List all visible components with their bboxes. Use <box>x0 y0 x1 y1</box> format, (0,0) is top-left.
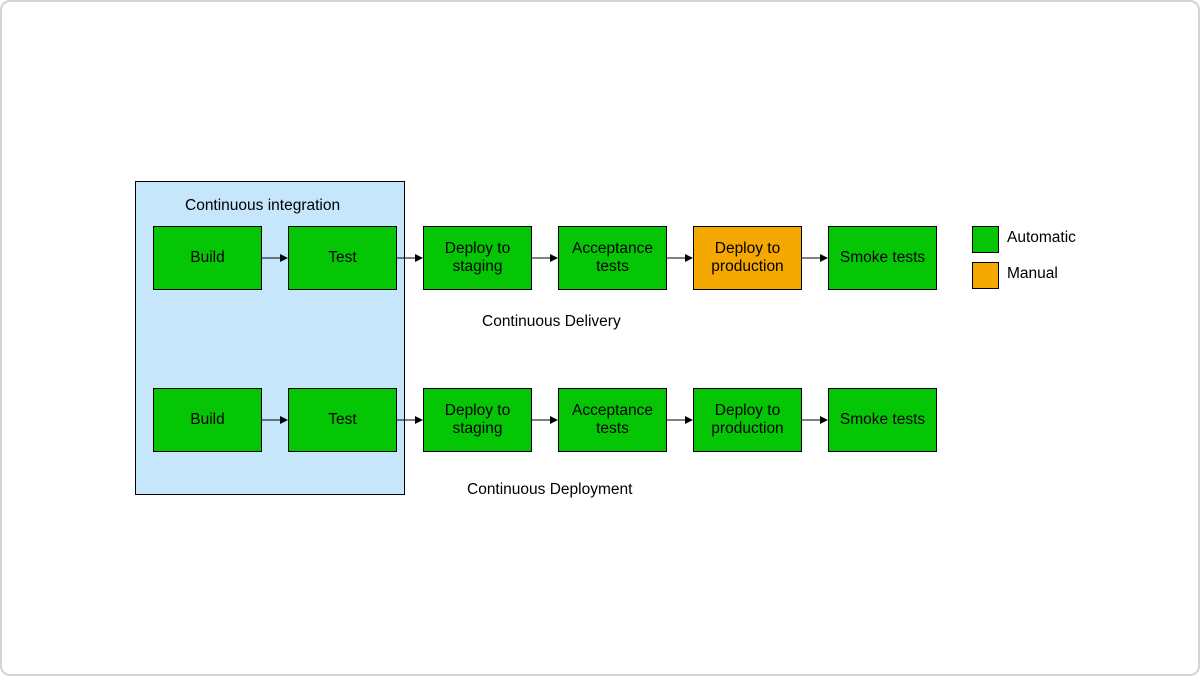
delivery-step-deploy-staging: Deploy to staging <box>423 226 532 290</box>
deployment-step-test: Test <box>288 388 397 452</box>
delivery-step-build: Build <box>153 226 262 290</box>
legend-automatic-swatch <box>972 226 999 253</box>
continuous-delivery-label: Continuous Delivery <box>482 313 621 330</box>
deployment-step-build: Build <box>153 388 262 452</box>
legend-manual-label: Manual <box>1007 265 1058 282</box>
continuous-deployment-label: Continuous Deployment <box>467 481 633 498</box>
deployment-step-deploy-staging: Deploy to staging <box>423 388 532 452</box>
deployment-step-deploy-production: Deploy to production <box>693 388 802 452</box>
legend-manual-swatch <box>972 262 999 289</box>
continuous-integration-title: Continuous integration <box>185 197 341 214</box>
delivery-step-deploy-production: Deploy to production <box>693 226 802 290</box>
deployment-step-acceptance-tests: Acceptance tests <box>558 388 667 452</box>
delivery-step-acceptance-tests: Acceptance tests <box>558 226 667 290</box>
legend-automatic-label: Automatic <box>1007 229 1076 246</box>
delivery-step-test: Test <box>288 226 397 290</box>
delivery-step-smoke-tests: Smoke tests <box>828 226 937 290</box>
deployment-step-smoke-tests: Smoke tests <box>828 388 937 452</box>
